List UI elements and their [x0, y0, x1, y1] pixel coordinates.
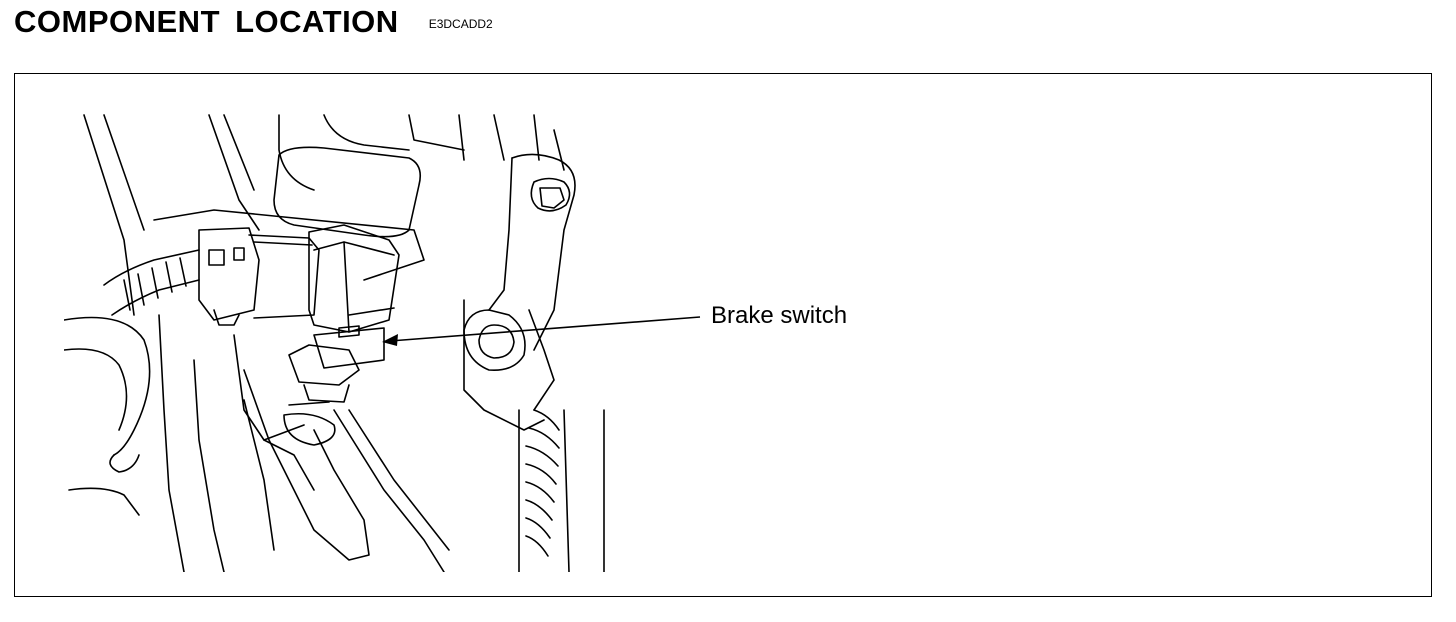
page-title: COMPONENT LOCATION — [14, 4, 399, 39]
brake-pedal-illustration — [64, 114, 605, 572]
figure-frame — [14, 73, 1432, 597]
page-heading: COMPONENT LOCATION E3DCADD2 — [14, 4, 493, 40]
brake-switch-callout-label: Brake switch — [711, 302, 848, 329]
document-code: E3DCADD2 — [428, 17, 493, 31]
